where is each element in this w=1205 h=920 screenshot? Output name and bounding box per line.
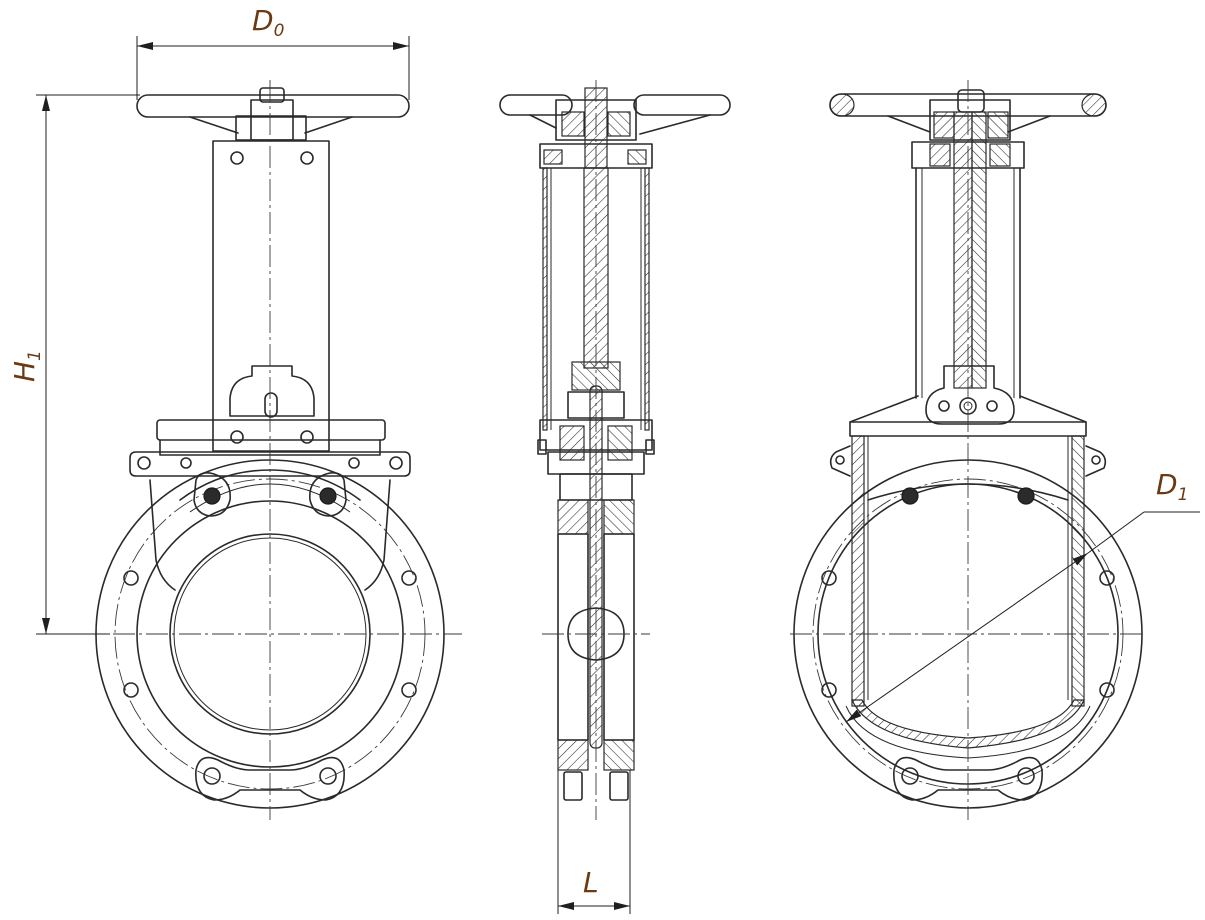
rear-gate-shoulder xyxy=(849,395,1087,423)
front-side-bolt xyxy=(123,570,139,586)
side-body-right xyxy=(603,533,635,741)
front-body-shoulder xyxy=(149,479,391,591)
front-handwheel-spokes xyxy=(189,116,353,134)
front-flange-hole xyxy=(389,456,403,470)
side-yoke-wall-right xyxy=(644,167,650,431)
rear-bottom-bolt xyxy=(1017,767,1035,785)
front-bolt-dark xyxy=(203,487,221,505)
rear-body-ear xyxy=(829,445,851,477)
side-body-left xyxy=(557,533,589,741)
front-yoke-bolt xyxy=(300,430,314,444)
rear-body-ear xyxy=(1085,445,1107,477)
d0-label: D0 xyxy=(252,4,284,41)
front-wheel-hub xyxy=(235,115,307,141)
front-flange-hole xyxy=(137,456,151,470)
front-flange-hole xyxy=(180,457,192,469)
rear-ear-hole xyxy=(1091,455,1101,465)
side-handwheel-right xyxy=(633,94,731,116)
h1-label: H1 xyxy=(8,350,45,382)
side-handwheel-left xyxy=(499,94,573,116)
rear-gate-wall-right xyxy=(1071,435,1085,707)
rear-connector-bolt xyxy=(986,400,998,412)
side-body-upper-right xyxy=(603,499,635,535)
rear-section-view xyxy=(790,80,1146,820)
front-upper-lug xyxy=(309,472,347,517)
l-label: L xyxy=(583,866,599,899)
front-stem-nut xyxy=(250,99,294,141)
rear-stem xyxy=(953,111,973,389)
front-bolt-dark xyxy=(319,487,337,505)
rear-hub-nut-left xyxy=(933,111,955,139)
dimension-d0: D0 xyxy=(136,4,410,100)
side-stem xyxy=(583,167,609,369)
front-side-bolt xyxy=(401,682,417,698)
side-hub-nut-right xyxy=(607,111,631,137)
rear-wheel-spokes xyxy=(887,115,1051,133)
dimension-l: L xyxy=(557,770,631,914)
rear-bracket-section-right xyxy=(989,143,1011,167)
front-upper-lug xyxy=(193,472,231,517)
side-gland-bolt xyxy=(537,439,547,455)
front-yoke-bolt xyxy=(300,151,314,165)
front-side-bolt xyxy=(401,570,417,586)
rear-bolt-dark xyxy=(1017,487,1035,505)
rear-stem-half xyxy=(971,111,987,389)
side-foot-left xyxy=(563,771,583,801)
side-gland-right xyxy=(607,425,633,461)
rear-side-bolt xyxy=(821,570,837,586)
rear-bolt-dark xyxy=(901,487,919,505)
rear-gate-wall-left xyxy=(851,435,865,707)
side-bracket-nut xyxy=(543,149,563,165)
rear-rim-section xyxy=(829,93,855,117)
rear-side-bolt xyxy=(1099,682,1115,698)
front-bottom-bolt xyxy=(319,767,337,785)
dimension-d1: D1 xyxy=(845,468,1200,723)
side-body-bottom-right xyxy=(603,739,635,771)
side-gland-left xyxy=(559,425,585,461)
rear-ear-hole xyxy=(835,455,845,465)
d1-leader-diagonal xyxy=(1087,511,1145,554)
dimension-h1: H1 xyxy=(8,94,140,635)
side-wheel-spokes xyxy=(529,114,711,135)
front-bottom-bolt xyxy=(203,767,221,785)
front-yoke-bolt xyxy=(230,430,244,444)
side-gland-bolt xyxy=(645,439,655,455)
rear-rim-section xyxy=(1081,93,1107,117)
rear-side-bolt xyxy=(1099,570,1115,586)
side-yoke-wall-left xyxy=(542,167,548,431)
front-stem-top xyxy=(259,87,285,103)
front-view xyxy=(80,80,462,820)
side-bracket-nut xyxy=(627,149,647,165)
rear-side-bolt xyxy=(821,682,837,698)
front-yoke-column xyxy=(212,140,330,452)
front-connector-slot xyxy=(264,392,278,418)
rear-connector-bolt xyxy=(938,400,950,412)
d1-dimension-line xyxy=(845,552,1089,723)
rear-bottom-bolt xyxy=(901,767,919,785)
front-stem-connector xyxy=(229,365,315,417)
d1-label: D1 xyxy=(1156,468,1188,505)
side-body-bottom-left xyxy=(557,739,589,771)
front-side-bolt xyxy=(123,682,139,698)
rear-stem-connector xyxy=(925,365,1015,425)
front-bottom-lugs xyxy=(195,756,345,801)
rear-bracket-section-left xyxy=(929,143,951,167)
side-hub-nut-left xyxy=(561,111,585,137)
front-gland-plate xyxy=(156,419,386,441)
rear-bottom-lugs xyxy=(893,756,1043,801)
front-handwheel-rim xyxy=(136,94,410,118)
side-body-upper-left xyxy=(557,499,589,535)
side-section-view xyxy=(499,80,731,820)
side-body-bulge xyxy=(567,607,625,661)
side-foot-right xyxy=(609,771,629,801)
front-yoke-bolt xyxy=(230,151,244,165)
rear-hub-nut-right xyxy=(987,111,1009,139)
front-mounting-flange xyxy=(129,451,411,477)
front-flange-hole xyxy=(348,457,360,469)
